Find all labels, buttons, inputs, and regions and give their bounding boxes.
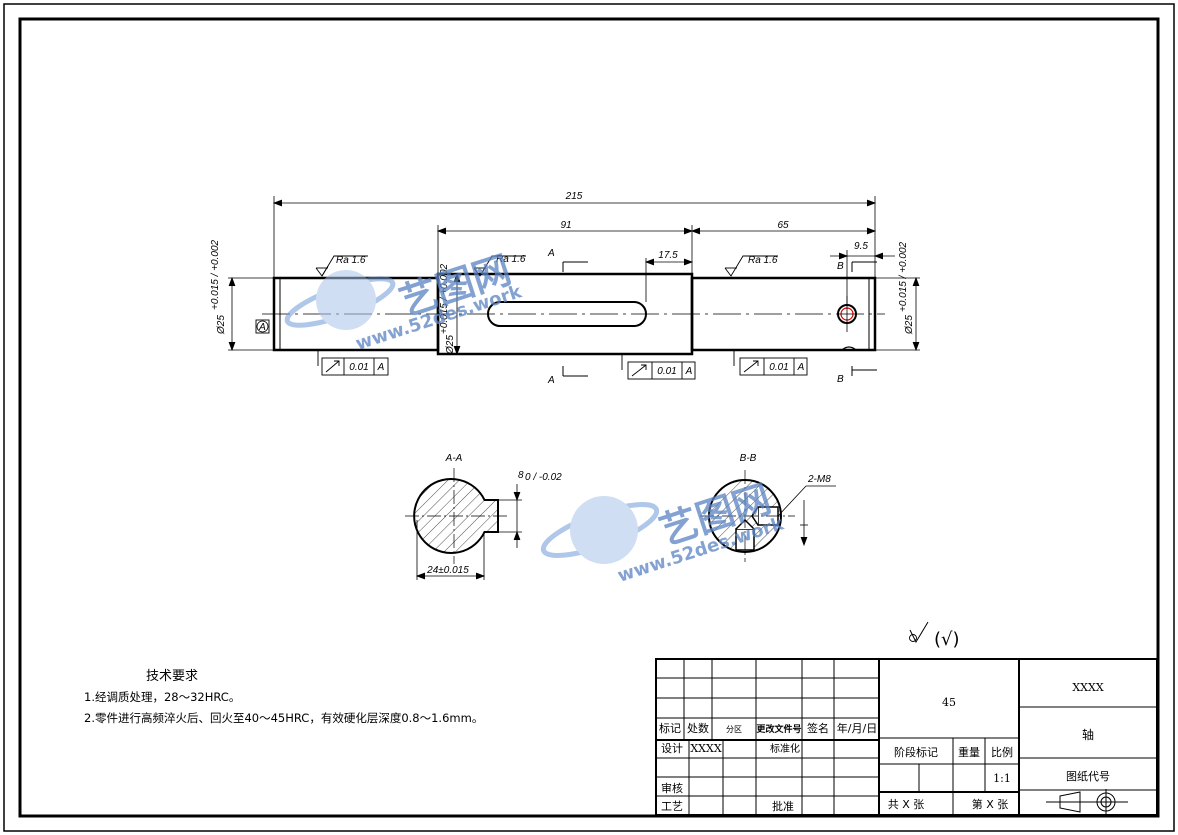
tb-scale-label: 比例 bbox=[991, 745, 1013, 759]
section-aa-label: A-A bbox=[445, 453, 463, 464]
outer-border bbox=[3, 3, 1175, 832]
section-mark-a-bottom: A bbox=[547, 375, 555, 386]
tolerance-datum-1: A bbox=[377, 362, 385, 373]
tb-review: 审核 bbox=[661, 781, 683, 795]
tb-part-name: 轴 bbox=[1082, 727, 1094, 742]
roughness-label-1: Ra 1.6 bbox=[336, 255, 366, 266]
key-depth-dim: 24±0.015 bbox=[426, 565, 469, 576]
tb-designer: XXXX bbox=[690, 742, 721, 755]
general-roughness-symbol bbox=[909, 621, 929, 644]
tolerance-frame-1 bbox=[317, 350, 389, 376]
tb-material: 45 bbox=[942, 696, 956, 709]
tb-design: 设计 bbox=[661, 742, 683, 755]
tb-sheet-no: 第 X 张 bbox=[972, 797, 1009, 811]
section-aa-view bbox=[405, 468, 507, 564]
roughness-symbol-1 bbox=[315, 255, 368, 277]
tb-sheets: 共 X 张 bbox=[888, 798, 925, 811]
dim-total-length: 215 bbox=[565, 191, 583, 202]
tolerance-frame-2 bbox=[621, 354, 696, 380]
dim-keyway-offset: 17.5 bbox=[658, 250, 678, 261]
tb-signature: 签名 bbox=[807, 721, 829, 735]
tolerance-value-3: 0.01 bbox=[769, 362, 788, 373]
section-mark-b-bottom: B bbox=[837, 374, 844, 385]
title-block-grid bbox=[655, 658, 1158, 816]
tb-date: 年/月/日 bbox=[837, 721, 877, 735]
dim-dia-mid: Ø25 bbox=[445, 335, 456, 355]
section-cut-lines bbox=[562, 261, 877, 377]
dim-dia-mid-tol: +0.015 / +0.002 bbox=[439, 263, 450, 334]
datum-symbol bbox=[255, 319, 270, 334]
datum-label: A bbox=[258, 322, 266, 333]
tb-standardize: 标准化 bbox=[770, 742, 800, 755]
dim-dia-right: Ø25 bbox=[904, 315, 915, 335]
inner-frame bbox=[18, 17, 1160, 818]
dim-right-section: 65 bbox=[777, 220, 789, 231]
tb-count: 处数 bbox=[687, 722, 709, 735]
tb-change-doc: 更改文件号 bbox=[756, 723, 801, 735]
tolerance-datum-3: A bbox=[797, 362, 805, 373]
section-mark-b-top: B bbox=[837, 261, 844, 272]
tolerance-value-1: 0.01 bbox=[349, 362, 368, 373]
section-bb-view bbox=[700, 470, 795, 562]
dim-hole-offset: 9.5 bbox=[854, 241, 868, 252]
roughness-symbol-2 bbox=[473, 255, 526, 277]
key-width-tol: 0 / -0.02 bbox=[525, 472, 562, 483]
dimension-lines bbox=[228, 199, 920, 356]
tech-req-item-1: 1.经调质处理，28～32HRC。 bbox=[84, 690, 240, 704]
watermark-logo-2 bbox=[540, 496, 660, 564]
thread-label: 2-M8 bbox=[807, 474, 831, 485]
dim-dia-right-tol: +0.015 / +0.002 bbox=[898, 241, 909, 312]
tech-req-item-2: 2.零件进行高频淬火后、回火至40～45HRC，有效硬化层深度0.8～1.6mm… bbox=[84, 711, 483, 725]
general-roughness-label: (√) bbox=[934, 629, 960, 650]
roughness-label-2: Ra 1.6 bbox=[496, 254, 526, 265]
tb-company: XXXX bbox=[1072, 681, 1103, 694]
key-width-dim: 8 bbox=[518, 470, 524, 481]
watermark-logo-1 bbox=[284, 270, 396, 330]
thread-leader bbox=[777, 485, 836, 547]
section-mark-a-top: A bbox=[547, 248, 555, 259]
roughness-symbol-3 bbox=[724, 255, 778, 277]
tb-mark: 标记 bbox=[659, 721, 681, 735]
tb-scale: 1:1 bbox=[993, 772, 1011, 785]
extension-lines bbox=[228, 196, 920, 351]
tb-drawing-no-label: 图纸代号 bbox=[1066, 770, 1110, 783]
tb-process: 工艺 bbox=[661, 800, 683, 813]
tb-approve: 批准 bbox=[772, 799, 794, 813]
tech-req-title: 技术要求 bbox=[146, 669, 198, 684]
section-bb-label: B-B bbox=[740, 453, 757, 464]
tb-zone: 分区 bbox=[726, 725, 742, 734]
tolerance-frame-3 bbox=[733, 350, 808, 376]
roughness-label-3: Ra 1.6 bbox=[748, 255, 778, 266]
dim-left-section: 91 bbox=[560, 220, 571, 231]
dim-dia-left: Ø25 bbox=[216, 315, 227, 335]
tolerance-value-2: 0.01 bbox=[657, 366, 676, 377]
tolerance-datum-2: A bbox=[685, 366, 693, 377]
tb-weight: 重量 bbox=[958, 745, 980, 759]
projection-symbol bbox=[1046, 789, 1128, 815]
tb-stage: 阶段标记 bbox=[894, 745, 938, 759]
section-aa-dims bbox=[415, 484, 522, 580]
dim-dia-left-tol: +0.015 / +0.002 bbox=[210, 239, 221, 310]
